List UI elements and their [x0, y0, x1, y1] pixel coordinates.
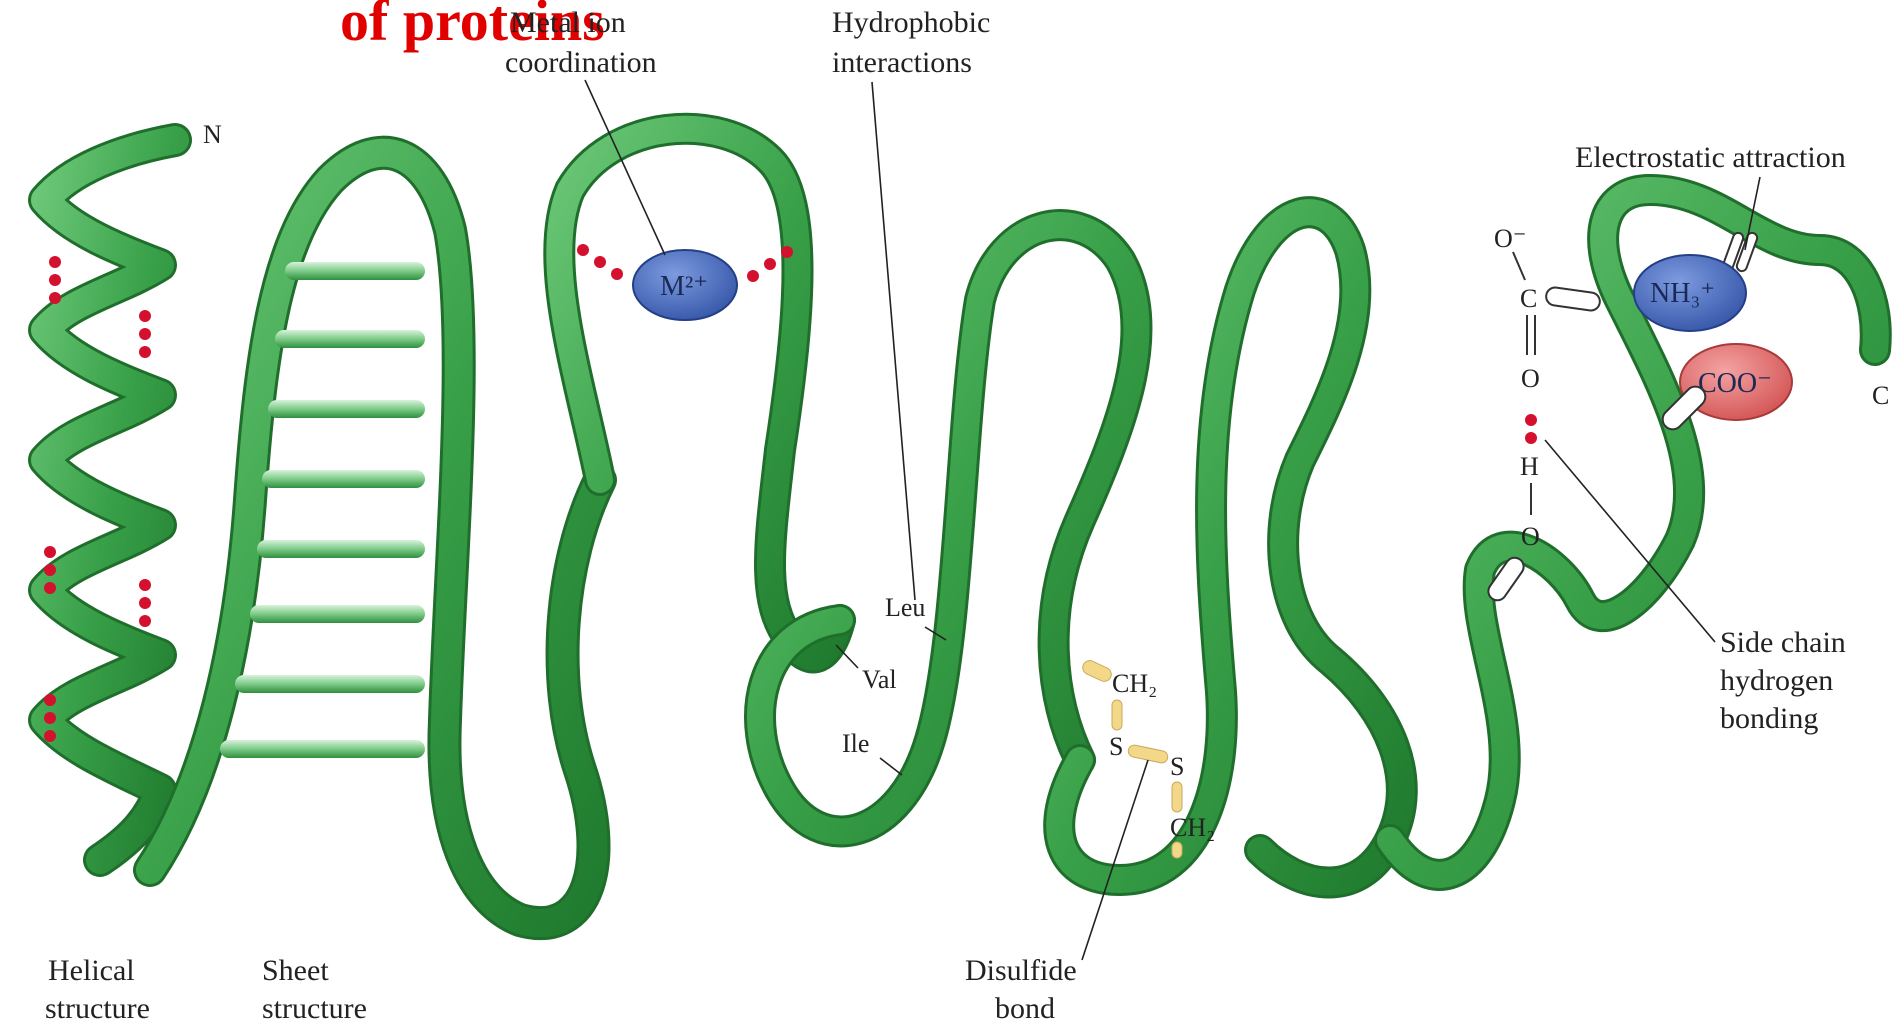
- metal-ion-group: M²⁺: [577, 244, 793, 320]
- side-chain-label-1: Side chain: [1720, 626, 1846, 659]
- carboxylate-label: COO⁻: [1698, 368, 1772, 399]
- side-chain-label-3: bonding: [1720, 702, 1818, 735]
- h-label: H: [1520, 452, 1539, 481]
- metal-ion-coordination-label-2: coordination: [505, 46, 657, 79]
- hydrophobic-label-2: interactions: [832, 46, 972, 79]
- o-minus-label: O⁻: [1494, 224, 1527, 253]
- s-right-label: S: [1170, 752, 1184, 781]
- o-hydroxyl-label: O: [1521, 522, 1540, 551]
- val-label: Val: [862, 665, 897, 694]
- o-double-label: O: [1521, 364, 1540, 393]
- disulfide-loop: [1059, 212, 1402, 882]
- sheet-label-1: Sheet: [262, 954, 329, 987]
- beta-sheet: [150, 153, 600, 923]
- metal-ion-coordination-label-1: Metal ion: [510, 6, 626, 39]
- disulfide-label-2: bond: [995, 992, 1055, 1022]
- hydrophobic-label-1: Hydrophobic: [832, 6, 990, 39]
- side-chain-label-2: hydrogen: [1720, 664, 1833, 697]
- metal-loop: [559, 129, 840, 658]
- n-terminus-label: N: [203, 120, 222, 149]
- hydrophobic-loop: [760, 225, 1137, 831]
- ch2-bottom-label: CH₂: [1170, 813, 1215, 842]
- sheet-label-2: structure: [262, 992, 367, 1022]
- carbon-label: C: [1520, 284, 1537, 313]
- s-left-label: S: [1109, 732, 1123, 761]
- ammonium-label: NH₃⁺: [1650, 278, 1715, 309]
- disulfide-label-1: Disulfide: [965, 954, 1077, 987]
- disulfide-bond-group: CH₂ S S CH₂: [1080, 658, 1215, 858]
- leu-label: Leu: [885, 593, 925, 622]
- ile-label: Ile: [842, 729, 869, 758]
- c-terminal-loop: [1390, 190, 1876, 875]
- helical-label-2: structure: [45, 992, 150, 1022]
- c-terminus-label: C: [1872, 381, 1889, 410]
- helical-label-1: Helical: [48, 954, 135, 987]
- ch2-top-label: CH₂: [1112, 669, 1157, 698]
- electrostatic-label: Electrostatic attraction: [1575, 141, 1846, 174]
- helix: [44, 140, 175, 860]
- metal-ion-label: M²⁺: [660, 271, 708, 302]
